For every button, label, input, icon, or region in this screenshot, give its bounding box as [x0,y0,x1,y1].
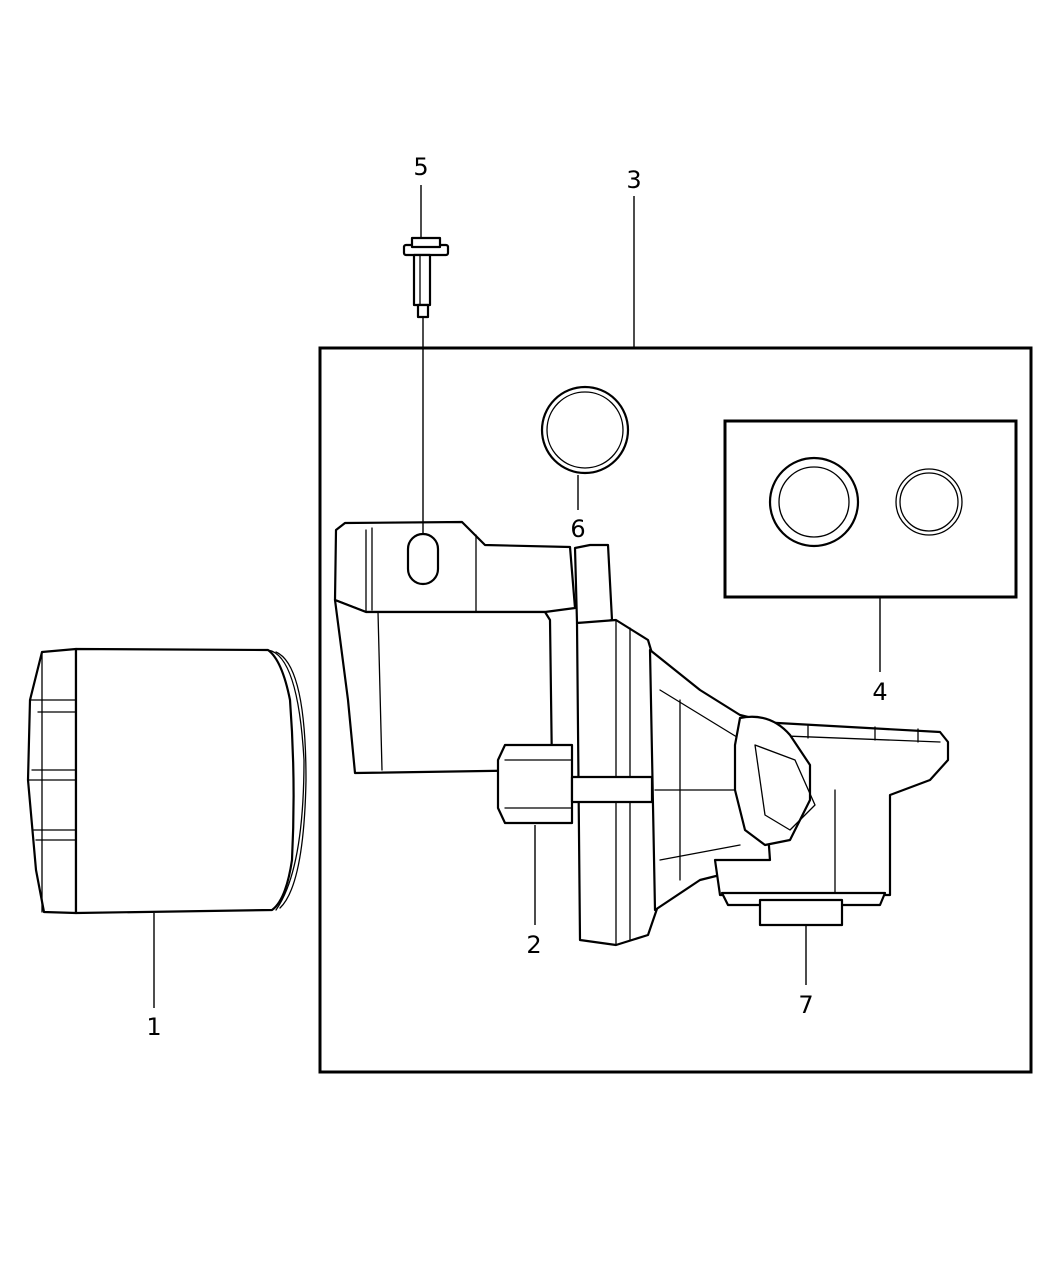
seal-kit-frame [723,419,1018,599]
callout-1: 1 [146,1013,161,1041]
hex-fitting [496,743,574,825]
bolt [402,236,450,319]
callout-2: 2 [526,931,541,959]
drain-plug [758,898,844,927]
o-ring-large [540,385,630,475]
assembly-frame [318,346,1033,1074]
oil-filter [26,647,307,915]
seal-ring-left [768,456,860,548]
callout-4: 4 [872,678,887,706]
callout-5: 5 [413,153,428,181]
callout-7: 7 [798,991,813,1019]
callout-3: 3 [626,166,641,194]
callout-6: 6 [570,515,585,543]
filter-housing [333,520,950,947]
seal-ring-right [895,468,963,536]
